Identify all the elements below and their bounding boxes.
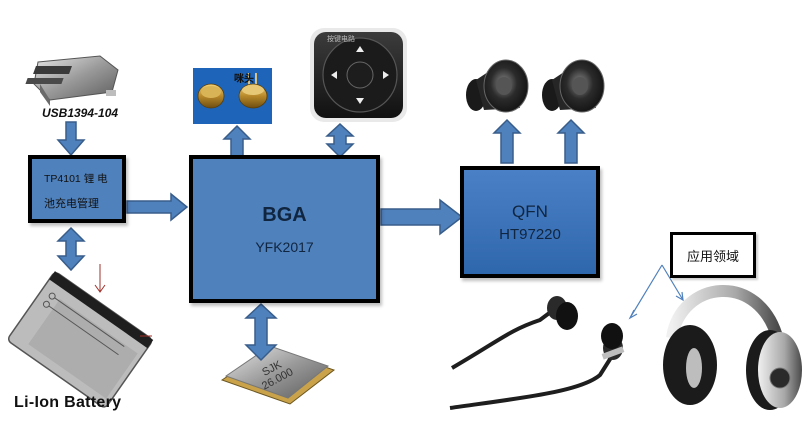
application-box: 应用领域 xyxy=(670,232,756,278)
bga-title: BGA xyxy=(262,203,307,226)
callout-lines xyxy=(628,264,684,320)
arrow-bga-keypad xyxy=(325,122,355,159)
battery-image xyxy=(7,264,154,408)
earphones-image xyxy=(449,296,625,410)
mic-label: 咪头 xyxy=(234,74,254,85)
battery-label: Li-Ion Battery xyxy=(14,394,122,411)
arrow-bga-to-mic xyxy=(222,124,252,157)
microphone-image xyxy=(193,68,272,124)
headphones-image xyxy=(663,285,802,410)
bga-block: BGA YFK2017 xyxy=(189,155,380,303)
keypad-image xyxy=(310,28,407,122)
charger-line2: 池充电管理 xyxy=(44,198,99,210)
charger-block: TP4101 锂 电 池充电管理 xyxy=(28,155,126,223)
keypad-label: 按键电路 xyxy=(327,36,355,43)
speaker-left-image xyxy=(466,59,529,113)
qfn-title: QFN xyxy=(512,201,548,221)
qfn-subtitle: HT97220 xyxy=(499,225,561,243)
application-label: 应用领域 xyxy=(686,248,739,264)
charger-line1: TP4101 锂 电 xyxy=(44,173,108,185)
usb-label: USB1394-104 xyxy=(42,106,119,120)
usb-connector-image xyxy=(25,55,119,106)
arrow-bga-crystal xyxy=(244,302,278,362)
arrow-charger-to-bga xyxy=(126,192,189,222)
crystal-image xyxy=(220,345,336,405)
arrow-qfn-to-speaker-left xyxy=(492,118,522,164)
arrow-usb-to-charger xyxy=(56,121,86,157)
arrow-qfn-to-speaker-right xyxy=(556,118,586,164)
qfn-block: QFN HT97220 xyxy=(460,166,600,278)
arrow-bga-to-qfn xyxy=(380,198,464,236)
bga-subtitle: YFK2017 xyxy=(255,238,314,255)
arrow-charger-battery xyxy=(56,226,86,272)
speaker-right-image xyxy=(542,59,605,113)
